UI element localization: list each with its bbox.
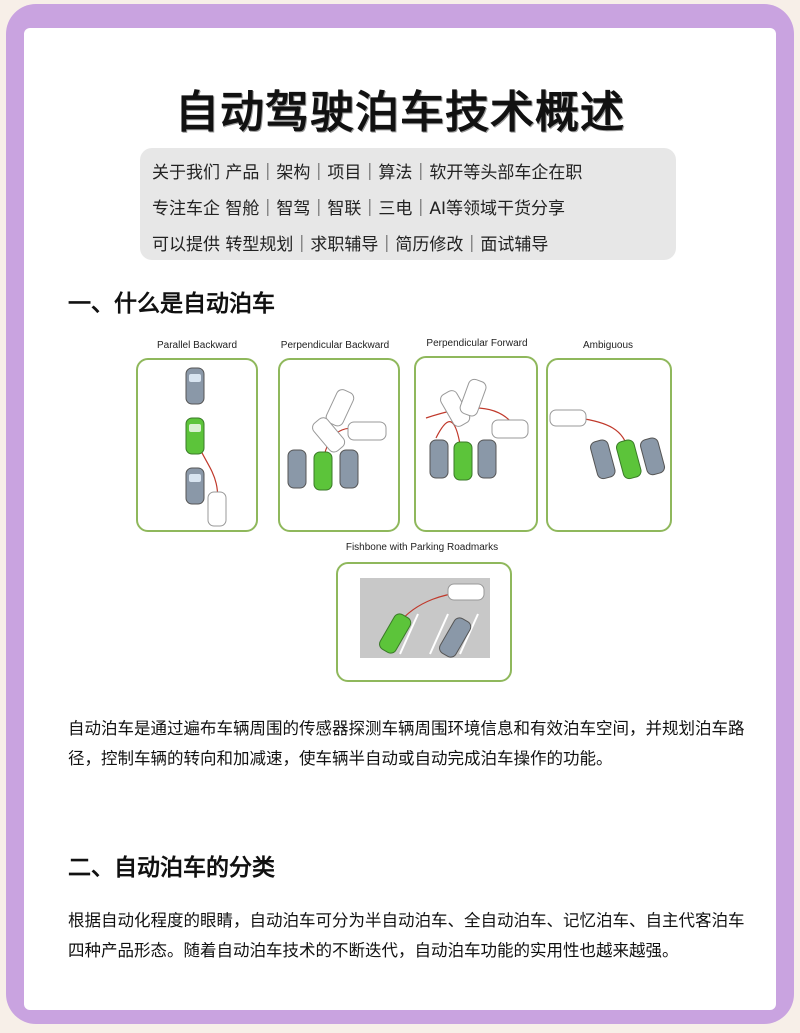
fishbone-diagram [360,578,490,658]
intro-tag-box [140,148,676,260]
parked-car-icon [339,449,359,489]
tag-line-1: 关于我们 产品｜架构｜项目｜算法｜软开等头部车企在职 [152,163,583,183]
parked-car-icon [429,439,449,479]
panel-fishbone [336,562,512,682]
ego-car-icon [379,613,412,654]
panel-perpendicular-forward [414,356,538,532]
page-title: 自动驾驶泊车技术概述 [175,87,625,138]
article-card: 自动驾驶泊车技术概述 关于我们 产品｜架构｜项目｜算法｜软开等头部车企在职 专注… [24,28,776,1010]
label-parallel-backward: Parallel Backward [156,340,238,351]
parked-car-icon [590,439,616,480]
ego-car-icon [616,439,642,480]
parked-car-icon [185,367,205,405]
parallel-backward-diagram [185,367,227,527]
tag-line-2: 专注车企 智舱｜智驾｜智联｜三电｜AI等领域干货分享 [152,199,566,219]
panel-ambiguous [546,358,672,532]
section-2-paragraph: 根据自动化程度的眼睛，自动泊车可分为半自动泊车、全自动泊车、记忆泊车、自主代客泊… [68,911,745,960]
section-1-heading: 一、什么是自动泊车 [68,291,275,317]
ego-car-icon [313,451,333,491]
perpendicular-forward-diagram [425,378,529,481]
target-car-outline-icon [207,491,227,527]
label-perpendicular-backward: Perpendicular Backward [280,340,390,351]
section-2-heading: 二、自动泊车的分类 [68,855,275,881]
label-fishbone: Fishbone with Parking Roadmarks [345,542,499,553]
parked-car-icon [477,439,497,479]
tag-line-3: 可以提供 转型规划｜求职辅导｜简历修改｜面试辅导 [152,235,549,255]
ego-car-icon [453,441,473,481]
panel-parallel-backward [136,358,258,532]
label-ambiguous: Ambiguous [582,340,634,351]
panel-perpendicular-backward [278,358,400,532]
ego-car-icon [185,417,205,455]
ambiguous-diagram [549,409,666,480]
section-1-paragraph: 自动泊车是通过遍布车辆周围的传感器探测车辆周围环境信息和有效泊车空间，并规划泊车… [68,719,745,768]
parked-car-icon [185,467,205,505]
parked-car-icon [439,617,472,658]
label-perpendicular-forward: Perpendicular Forward [426,338,528,349]
perpendicular-backward-diagram [287,389,387,491]
parked-car-icon [640,437,666,476]
parked-car-icon [287,449,307,489]
